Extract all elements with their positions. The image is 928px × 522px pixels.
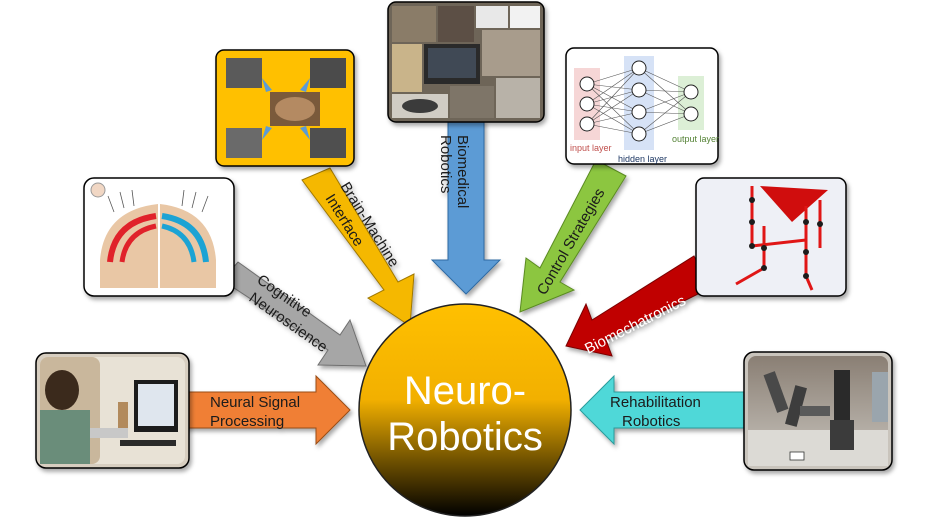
bmi-figure <box>215 49 355 167</box>
neural-signal-photo <box>35 352 190 469</box>
biomechatronics-figure <box>695 177 847 297</box>
biomedical-arrow-shape <box>430 119 502 295</box>
rehabilitation-arrow: Rehabilitation Robotics <box>579 374 745 446</box>
nn-input-label: input layer <box>570 143 612 153</box>
hub-circle <box>358 303 572 517</box>
biomedical-collage <box>387 1 545 123</box>
neural-signal-arrow: Neural Signal Processing <box>183 374 351 446</box>
rehabilitation-label-1: Rehabilitation <box>610 394 701 411</box>
biomedical-label-1: Biomedical <box>454 135 471 208</box>
biomechatronics-arrow-shape <box>565 255 711 357</box>
control-arrow: Control Strategies <box>519 159 627 313</box>
control-label: Control Strategies <box>534 186 609 298</box>
nn-output-label: output layer <box>672 134 719 144</box>
cognitive-arrow-shape <box>221 261 367 367</box>
neural-network-figure: input layer hidden layer output layer <box>565 47 719 165</box>
hub-title-line1: Neuro- <box>404 369 526 413</box>
biomedical-arrow: Biomedical Robotics <box>430 119 502 295</box>
biomedical-label-2: Robotics <box>437 135 454 193</box>
neural-signal-label-1: Neural Signal <box>210 394 300 411</box>
hub: Neuro- Robotics <box>358 303 572 517</box>
brain-map-figure <box>83 177 235 297</box>
neural-signal-arrow-shape <box>183 374 351 446</box>
hub-title-line2: Robotics <box>387 415 543 459</box>
rehabilitation-label-2: Robotics <box>622 413 680 430</box>
rehabilitation-arrow-shape <box>579 374 745 446</box>
cognitive-arrow: Cognitive Neuroscience <box>221 261 367 367</box>
nn-hidden-label: hidden layer <box>618 154 667 164</box>
bmi-arrow: Brain-Machine Interface <box>301 167 415 327</box>
bmi-arrow-shape <box>301 167 415 327</box>
biomechatronics-arrow: Biomechatronics <box>565 255 711 358</box>
rehabilitation-photo <box>743 351 893 471</box>
control-arrow-shape <box>519 159 627 313</box>
neural-signal-label-2: Processing <box>210 413 284 430</box>
